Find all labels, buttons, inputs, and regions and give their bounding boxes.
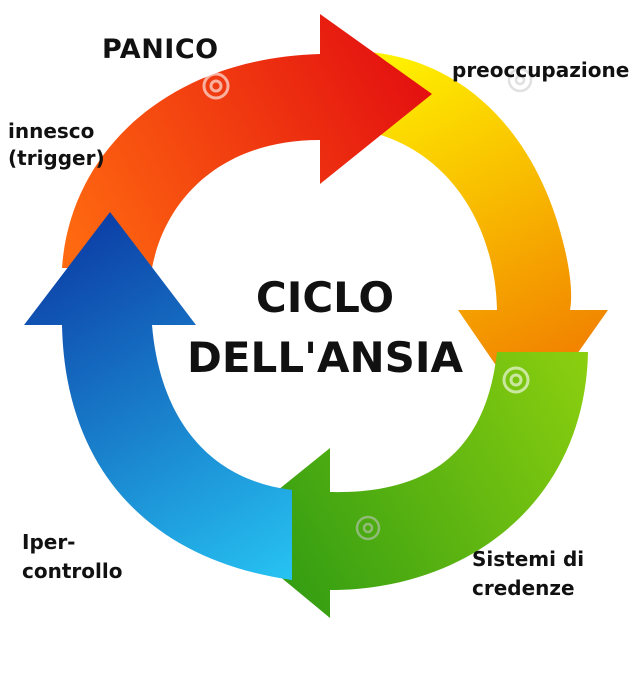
- dreamstime-spiral-icon: [202, 72, 530, 394]
- stage-label-line: Iper-: [22, 530, 76, 554]
- stage-label-line: preoccupazione: [452, 58, 630, 82]
- stage-label-panico: PANICO: [102, 34, 219, 66]
- center-title: CICLO DELL'ANSIA: [170, 268, 480, 387]
- stage-label-line: PANICO: [102, 34, 219, 65]
- stage-label-line: Sistemi di: [472, 547, 585, 571]
- stage-label-line: controllo: [22, 559, 123, 583]
- center-title-line-1: CICLO: [255, 273, 395, 322]
- stage-label-innesco: innesco (trigger): [8, 118, 105, 172]
- dreamstime-spiral-icon: [355, 67, 533, 541]
- stage-label-line: credenze: [472, 576, 575, 600]
- green-arrow: [226, 352, 588, 618]
- red-orange-arrow: [62, 14, 432, 268]
- stage-label-line: (trigger): [8, 146, 105, 170]
- yellow-orange-arrow: [370, 52, 608, 418]
- center-title-line-2: DELL'ANSIA: [187, 332, 463, 382]
- stage-label-line: innesco: [8, 119, 95, 143]
- stage-label-sistemi-di-credenze: Sistemi di credenze: [472, 545, 584, 603]
- stage-label-preoccupazione: preoccupazione: [452, 58, 629, 82]
- blue-arrow: [24, 212, 292, 580]
- stage-label-ipercontrollo: Iper- controllo: [22, 528, 122, 586]
